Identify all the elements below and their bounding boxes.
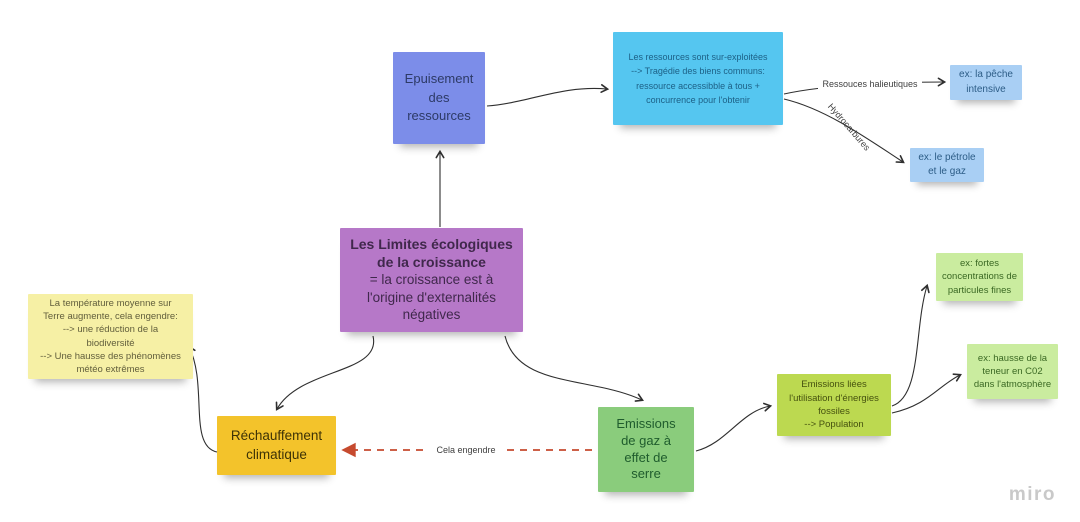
connector-label-cela-engendre[interactable]: Cela engendre xyxy=(425,444,507,456)
connector-overexploited-to-oil[interactable] xyxy=(783,98,905,164)
note-fine-particles-example[interactable]: ex: fortes concentrations de particules … xyxy=(936,253,1023,301)
connector-warming-to-temperature[interactable] xyxy=(187,345,218,453)
note-global-warming[interactable]: Réchauffement climatique xyxy=(217,416,336,475)
central-note-title: Les Limites écologiques de la croissance xyxy=(350,236,513,270)
note-central-ecological-limits[interactable]: Les Limites écologiques de la croissance… xyxy=(340,228,523,332)
central-note-body: = la croissance est à l'origine d'extern… xyxy=(367,272,496,323)
note-co2-increase-example[interactable]: ex: hausse de la teneur en C02 dans l'at… xyxy=(967,344,1058,399)
connector-fossil-to-co2[interactable] xyxy=(891,373,962,414)
connector-depletion-to-overexploited[interactable] xyxy=(486,84,610,107)
note-greenhouse-gas-emissions[interactable]: Emissions de gaz à effet de serre xyxy=(598,407,694,492)
connector-label-halieutiques[interactable]: Ressouces halieutiques xyxy=(818,78,922,90)
connector-ghg-to-fossil[interactable] xyxy=(695,402,773,452)
connector-central-to-ghg[interactable] xyxy=(504,335,644,402)
note-overexploited-resources[interactable]: Les ressources sont sur-exploitées --> T… xyxy=(613,32,783,125)
note-resource-depletion[interactable]: Epuisement des ressources xyxy=(393,52,485,144)
note-oil-gas-example[interactable]: ex: le pétrole et le gaz xyxy=(910,148,984,182)
connector-central-to-warming[interactable] xyxy=(275,335,375,411)
miro-watermark-logo: miro xyxy=(1008,484,1056,505)
note-fossil-energy-emissions[interactable]: Emissions liées l'utilisation d'énergies… xyxy=(777,374,891,436)
connector-fossil-to-particles[interactable] xyxy=(891,283,930,407)
note-temperature-consequences[interactable]: La température moyenne sur Terre augment… xyxy=(28,294,193,379)
note-intensive-fishing-example[interactable]: ex: la pêche intensive xyxy=(950,65,1022,100)
